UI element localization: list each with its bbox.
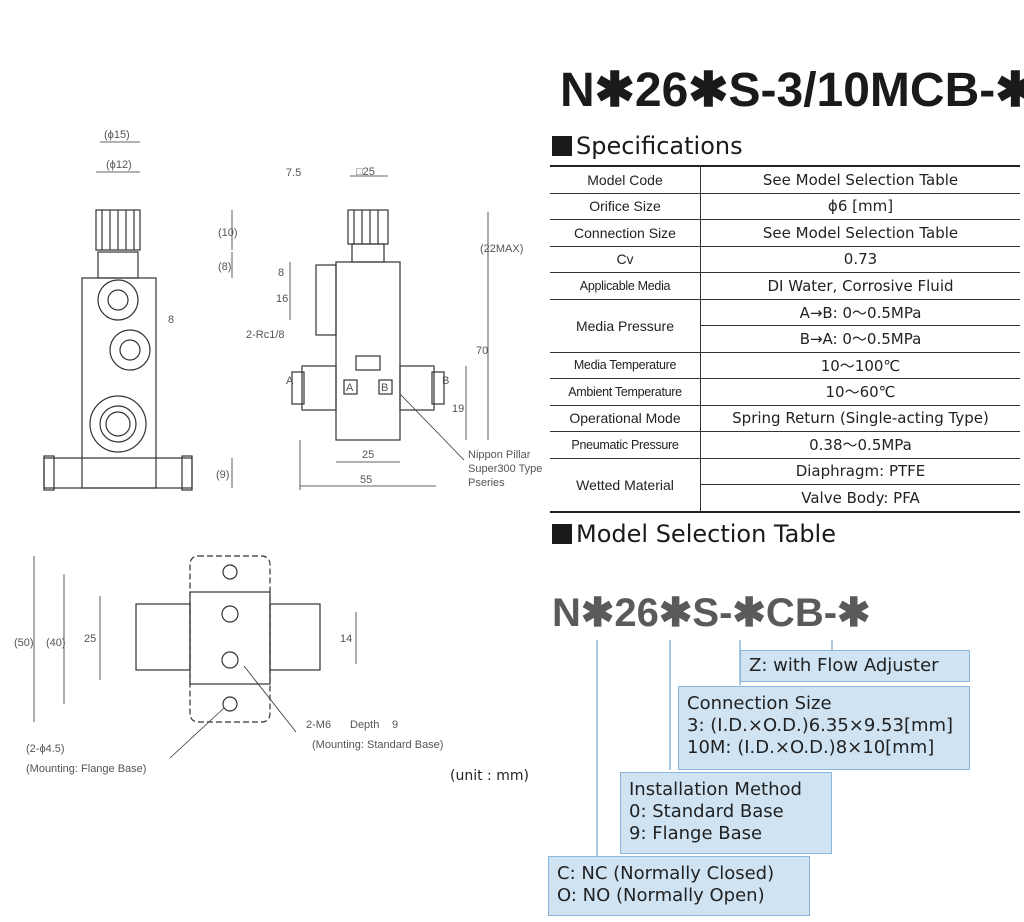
callout-label: (2-ϕ4.5): [26, 743, 65, 755]
spec-row: Ambient Temperature 10〜60℃: [550, 378, 1020, 406]
option-line: 3: (I.D.×O.D.)6.35×9.53[mm]: [687, 715, 954, 736]
spec-label: Media Pressure: [550, 298, 701, 353]
callout-label: 9: [392, 719, 398, 731]
specifications-heading-text: Specifications: [576, 132, 743, 160]
dim-label: 55: [360, 474, 372, 486]
spec-label: Orifice Size: [550, 192, 701, 220]
dim-label: 8: [168, 314, 174, 326]
option-connection-size: Connection Size 3: (I.D.×O.D.)6.35×9.53[…: [678, 686, 970, 770]
spec-value: See Model Selection Table: [700, 219, 1020, 247]
dim-label: 7.5: [286, 167, 301, 179]
spec-label: Model Code: [550, 165, 701, 194]
dim-label: □25: [356, 166, 375, 178]
dim-label: (22MAX): [480, 243, 523, 255]
spec-row: Valve Body: PFA: [550, 484, 1020, 512]
product-title: N✱26✱S-3/10MCB-✱: [560, 64, 1024, 117]
spec-label: Pneumatic Pressure: [550, 431, 701, 459]
spec-label: Cv: [550, 245, 701, 273]
spec-value: See Model Selection Table: [700, 165, 1020, 194]
dim-label: 8: [278, 267, 284, 279]
port-label: A: [286, 375, 294, 387]
spec-row: Pneumatic Pressure 0.38〜0.5MPa: [550, 431, 1020, 459]
model-code: N✱26✱S-✱CB-✱: [552, 591, 871, 635]
spec-label: Ambient Temperature: [550, 378, 701, 406]
dim-label: (10): [218, 227, 238, 239]
unit-note: (unit : mm): [450, 768, 529, 784]
option-installation-method: Installation Method 0: Standard Base 9: …: [620, 772, 832, 854]
spec-value: ϕ6 [mm]: [700, 192, 1020, 220]
spec-row: Media Temperature 10〜100℃: [550, 351, 1020, 379]
callout-label: Nippon Pillar: [468, 449, 531, 461]
spec-label: Operational Mode: [550, 404, 701, 432]
spec-value: B→A: 0〜0.5MPa: [700, 325, 1020, 353]
dim-label: (ϕ15): [104, 129, 130, 141]
dim-label: (8): [218, 261, 231, 273]
dim-label: (9): [216, 469, 229, 481]
option-line: 10M: (I.D.×O.D.)8×10[mm]: [687, 737, 935, 758]
spec-row: Orifice Size ϕ6 [mm]: [550, 192, 1020, 220]
spec-value: Diaphragm: PTFE: [700, 457, 1020, 485]
spec-label: Media Temperature: [550, 351, 701, 379]
option-flow-adjuster: Z: with Flow Adjuster: [740, 650, 970, 682]
spec-value: Valve Body: PFA: [700, 484, 1020, 512]
spec-row: Applicable Media DI Water, Corrosive Flu…: [550, 272, 1020, 300]
spec-value: 10〜100℃: [700, 351, 1020, 379]
spec-row: Model Code See Model Selection Table: [550, 165, 1020, 194]
callout-label: Depth: [350, 719, 379, 731]
technical-drawing: (ϕ15) (ϕ12) (10) (8) 8 (9) 7.5 □25 (22MA…: [14, 129, 542, 775]
port-label: A: [346, 382, 354, 394]
callout-label: Pseries: [468, 477, 505, 489]
option-valve-type: C: NC (Normally Closed) O: NO (Normally …: [548, 856, 810, 916]
dim-label: 19: [452, 403, 464, 415]
square-bullet-icon: [552, 524, 572, 544]
spec-value: Spring Return (Single-acting Type): [700, 404, 1020, 432]
spec-value: 10〜60℃: [700, 378, 1020, 406]
callout-label: (Mounting: Standard Base): [312, 739, 443, 751]
spec-label: Connection Size: [550, 219, 701, 247]
dim-label: 2-Rc1/8: [246, 329, 285, 341]
spec-row: B→A: 0〜0.5MPa: [550, 325, 1020, 353]
spec-value: 0.73: [700, 245, 1020, 273]
spec-row: Wetted Material Diaphragm: PTFE: [550, 457, 1020, 512]
option-line: 9: Flange Base: [629, 823, 763, 844]
dim-label: 25: [362, 449, 374, 461]
dim-label: 25: [84, 633, 96, 645]
callout-label: (Mounting: Flange Base): [26, 763, 146, 775]
dim-label: (50): [14, 637, 34, 649]
spec-value: 0.38〜0.5MPa: [700, 431, 1020, 459]
dim-label: 14: [340, 633, 352, 645]
option-line: C: NC (Normally Closed): [557, 863, 775, 884]
spec-value: DI Water, Corrosive Fluid: [700, 272, 1020, 300]
callout-label: 2-M6: [306, 719, 331, 731]
square-bullet-icon: [552, 136, 572, 156]
spec-row: Cv 0.73: [550, 245, 1020, 273]
option-line: O: NO (Normally Open): [557, 885, 765, 906]
model-selection-heading-text: Model Selection Table: [576, 520, 836, 548]
dim-label: (ϕ12): [106, 159, 132, 171]
dim-label: (40): [46, 637, 66, 649]
spec-value: A→B: 0〜0.5MPa: [700, 298, 1020, 326]
option-title: Installation Method: [629, 779, 802, 800]
model-selection-heading: Model Selection Table: [552, 520, 836, 548]
spec-row: Operational Mode Spring Return (Single-a…: [550, 404, 1020, 432]
spec-label: Applicable Media: [550, 272, 701, 300]
specifications-table: Model Code See Model Selection Table Ori…: [550, 165, 1020, 513]
callout-label: Super300 Type: [468, 463, 542, 475]
option-title: Connection Size: [687, 693, 832, 714]
dim-label: 70: [476, 345, 488, 357]
spec-row: Connection Size See Model Selection Tabl…: [550, 219, 1020, 247]
port-label: B: [381, 382, 388, 394]
option-line: 0: Standard Base: [629, 801, 784, 822]
spec-label: Wetted Material: [550, 457, 701, 512]
option-text: Z: with Flow Adjuster: [749, 655, 939, 676]
dim-label: 16: [276, 293, 288, 305]
specifications-heading: Specifications: [552, 132, 743, 160]
port-label: B: [442, 375, 449, 387]
spec-row: Media Pressure A→B: 0〜0.5MPa: [550, 298, 1020, 353]
